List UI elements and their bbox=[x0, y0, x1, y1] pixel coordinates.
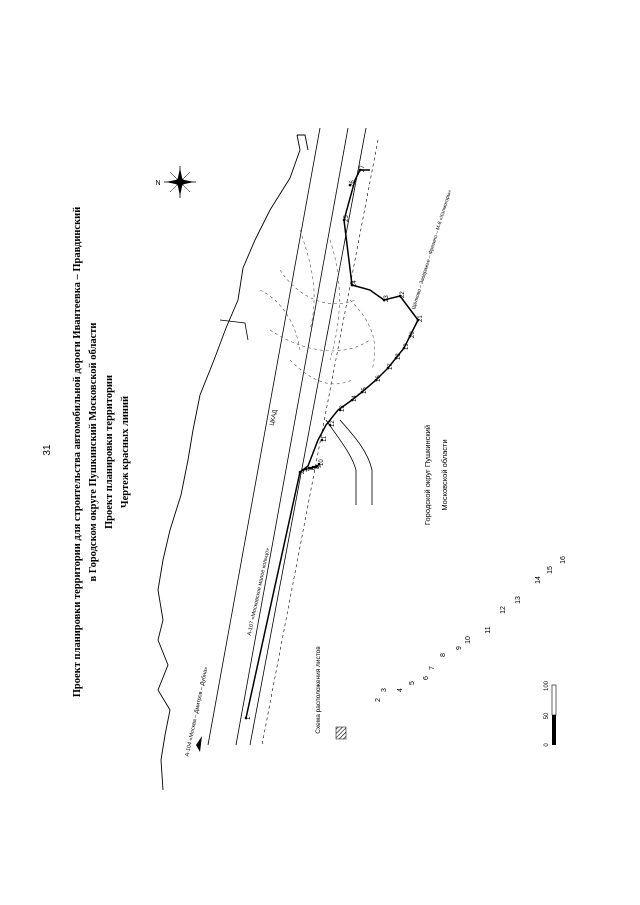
point-label: 15 bbox=[362, 387, 368, 394]
point-marker bbox=[311, 465, 315, 469]
point-label: 25 bbox=[344, 215, 350, 222]
point-label: 9 bbox=[317, 464, 323, 468]
label-district: Городской округ Пушкинский bbox=[423, 425, 432, 525]
point-marker bbox=[304, 467, 308, 471]
point-marker bbox=[386, 366, 390, 370]
scale-tick-0: 0 bbox=[544, 743, 550, 747]
page-number: 31 bbox=[42, 444, 53, 456]
point-markers: 1234567891011121314151617181920212223242… bbox=[244, 165, 424, 720]
title-line-4: Чертеж красных линий bbox=[120, 396, 131, 508]
scale-tick-50: 50 bbox=[544, 712, 550, 719]
sheet-number[interactable]: 11 bbox=[485, 626, 492, 633]
point-marker bbox=[315, 464, 319, 468]
point-label: 6 bbox=[311, 466, 317, 470]
point-marker bbox=[301, 468, 305, 472]
point-marker bbox=[360, 390, 364, 394]
point-label: 11 bbox=[322, 435, 328, 442]
point-label: 23 bbox=[384, 295, 390, 302]
label-road-cod: ЦКАД bbox=[269, 409, 278, 426]
point-marker bbox=[398, 294, 402, 298]
point-marker bbox=[317, 462, 321, 466]
legend-layout-scheme: Схема расположения листов bbox=[315, 646, 322, 734]
point-label: 18 bbox=[396, 353, 402, 360]
point-label: 26 bbox=[350, 180, 356, 187]
interchange-ramps bbox=[259, 229, 376, 385]
point-marker bbox=[382, 298, 386, 302]
compass-n-label: N bbox=[155, 180, 160, 187]
point-label: 22 bbox=[400, 291, 406, 298]
sheet-number[interactable]: 6 bbox=[423, 676, 430, 680]
point-marker bbox=[328, 423, 332, 427]
point-marker bbox=[394, 356, 398, 360]
point-label: 13 bbox=[340, 405, 346, 412]
sheet-number[interactable]: 16 bbox=[560, 556, 567, 564]
point-label: 12 bbox=[330, 420, 336, 427]
point-label: 20 bbox=[410, 331, 416, 338]
point-label: 16 bbox=[376, 375, 382, 382]
point-marker bbox=[348, 183, 352, 187]
point-label: 27 bbox=[360, 165, 366, 172]
point-label: 21 bbox=[418, 315, 424, 322]
highway-lines bbox=[207, 127, 379, 746]
point-label: 17 bbox=[388, 363, 394, 370]
label-region: Московской области bbox=[440, 439, 449, 510]
point-marker bbox=[313, 465, 317, 469]
sheet-number[interactable]: 7 bbox=[429, 666, 436, 670]
title-line-1: Проект планировки территории для строите… bbox=[72, 207, 83, 697]
point-marker bbox=[298, 470, 302, 474]
title-line-2: в Городском округе Пушкинский Московской… bbox=[88, 323, 99, 582]
point-label: 2 bbox=[300, 470, 306, 474]
legend-hatch-swatch bbox=[335, 726, 347, 740]
point-marker bbox=[350, 398, 354, 402]
sheet-number[interactable]: 4 bbox=[397, 688, 404, 692]
point-marker bbox=[244, 716, 248, 720]
point-marker bbox=[307, 466, 311, 470]
point-label: 1 bbox=[246, 716, 252, 720]
sheet-number[interactable]: 3 bbox=[381, 688, 388, 692]
title-line-3: Проект планировки территории bbox=[104, 375, 115, 529]
point-label: 19 bbox=[404, 343, 410, 350]
compass-rose-icon: N bbox=[155, 166, 196, 198]
sheet-number[interactable]: 10 bbox=[465, 636, 472, 644]
sheet-number[interactable]: 5 bbox=[409, 681, 416, 685]
arrow-a104-icon bbox=[196, 736, 202, 752]
sheet-number[interactable]: 2 bbox=[375, 698, 382, 702]
scale-tick-100: 100 bbox=[544, 680, 550, 691]
point-marker bbox=[338, 408, 342, 412]
sheet-number[interactable]: 8 bbox=[440, 653, 447, 657]
point-marker bbox=[350, 283, 354, 287]
territory-boundary bbox=[157, 134, 309, 791]
scale-bar: 0 50 100 bbox=[544, 680, 557, 747]
point-label: 24 bbox=[352, 280, 358, 287]
point-marker bbox=[309, 466, 313, 470]
point-marker bbox=[408, 334, 412, 338]
point-marker bbox=[374, 378, 378, 382]
point-marker bbox=[342, 218, 346, 222]
sheet-number[interactable]: 9 bbox=[456, 646, 463, 650]
point-marker bbox=[402, 346, 406, 350]
sheet-number[interactable]: 12 bbox=[500, 606, 507, 614]
point-label: 14 bbox=[352, 395, 358, 402]
point-marker bbox=[320, 438, 324, 442]
sheet-number[interactable]: 13 bbox=[515, 596, 522, 604]
sheet-number[interactable]: 15 bbox=[547, 566, 554, 574]
point-marker bbox=[358, 168, 362, 172]
point-label: 10 bbox=[319, 459, 325, 466]
sheet-number[interactable]: 14 bbox=[535, 576, 542, 584]
sheet-numbers: 2 3 4 5 6 7 8 910 11 12 13 14 15 16 bbox=[375, 556, 567, 702]
title-block: Проект планировки территории для строите… bbox=[72, 207, 131, 697]
point-marker bbox=[416, 318, 420, 322]
point-label: 8 bbox=[315, 465, 321, 469]
